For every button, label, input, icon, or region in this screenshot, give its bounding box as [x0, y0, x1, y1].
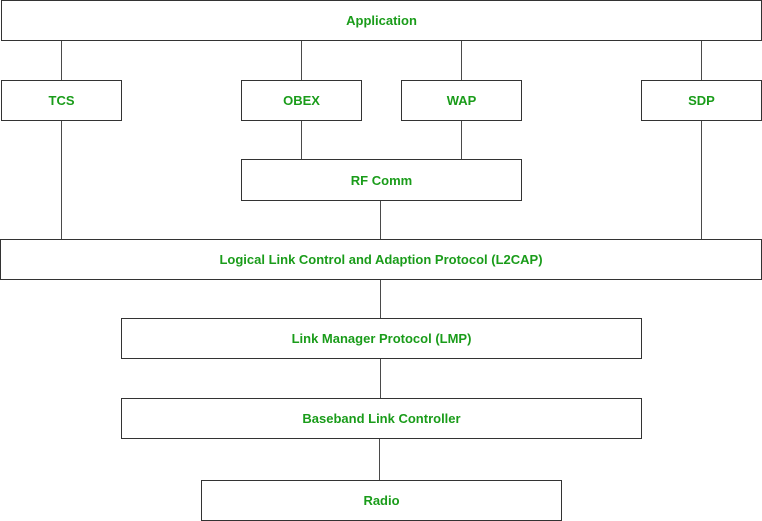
application-box: Application: [1, 0, 762, 41]
sdp-box: SDP: [641, 80, 762, 121]
radio-label: Radio: [363, 493, 400, 508]
connector-obex-rfcomm: [301, 121, 302, 159]
wap-label: WAP: [446, 93, 477, 108]
connector-lmp-baseband: [380, 359, 381, 398]
connector-application-tcs: [61, 41, 62, 80]
obex-label: OBEX: [283, 93, 320, 108]
tcs-box: TCS: [1, 80, 122, 121]
connector-rfcomm-l2cap: [380, 201, 381, 239]
baseband-link-controller-box: Baseband Link Controller: [121, 398, 642, 439]
connector-tcs-l2cap: [61, 121, 62, 239]
radio-box: Radio: [201, 480, 562, 521]
connector-application-obex: [301, 41, 302, 80]
tcs-label: TCS: [48, 93, 75, 108]
connector-wap-rfcomm: [461, 121, 462, 159]
connector-baseband-radio: [379, 439, 380, 480]
rf-comm-label: RF Comm: [350, 172, 413, 188]
connector-l2cap-lmp: [380, 280, 381, 318]
application-label: Application: [346, 13, 417, 28]
connector-application-sdp: [701, 41, 702, 80]
l2cap-label: Logical Link Control and Adaption Protoc…: [219, 252, 543, 267]
rf-comm-box: RF Comm: [241, 159, 522, 201]
wap-box: WAP: [401, 80, 522, 121]
lmp-box: Link Manager Protocol (LMP): [121, 318, 642, 359]
connector-application-wap: [461, 41, 462, 80]
l2cap-box: Logical Link Control and Adaption Protoc…: [0, 239, 762, 280]
lmp-label: Link Manager Protocol (LMP): [291, 331, 472, 346]
obex-box: OBEX: [241, 80, 362, 121]
baseband-link-controller-label: Baseband Link Controller: [302, 411, 461, 426]
connector-sdp-l2cap: [701, 121, 702, 239]
sdp-label: SDP: [688, 93, 715, 108]
